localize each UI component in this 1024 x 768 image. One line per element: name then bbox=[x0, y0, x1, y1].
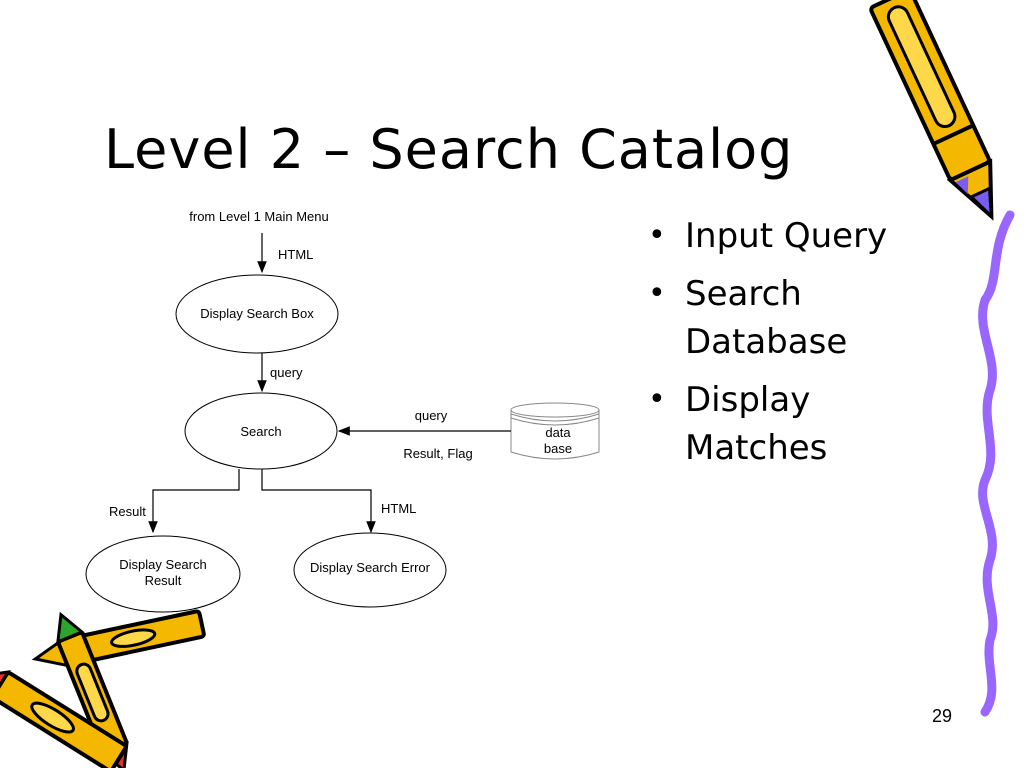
slide-title: Level 2 – Search Catalog bbox=[104, 118, 794, 181]
arrow-label-result: Result bbox=[109, 504, 146, 519]
bullet-item: Display Matches bbox=[648, 376, 938, 472]
squiggle-border-icon bbox=[978, 210, 1015, 717]
node-search bbox=[184, 392, 338, 470]
arrow-label-query-db: query bbox=[415, 408, 448, 423]
bullet-item: Search Database bbox=[648, 270, 938, 366]
arrow-label-html-branch: HTML bbox=[381, 501, 416, 516]
arrow-label-html-top: HTML bbox=[278, 247, 313, 262]
node-display-search-box bbox=[175, 274, 339, 354]
page-number: 29 bbox=[932, 706, 953, 726]
pencil-icon bbox=[869, 0, 994, 221]
bullet-item: Input Query bbox=[648, 212, 938, 260]
arrow-label-result-flag: Result, Flag bbox=[403, 446, 472, 461]
node-display-search-box-label: Display Search Box bbox=[200, 306, 314, 321]
datastore-label-line2: base bbox=[544, 441, 572, 456]
node-search-label: Search bbox=[240, 424, 281, 439]
node-display-search-result-label-1: Display Search bbox=[119, 557, 206, 572]
datastore-label-line1: data bbox=[545, 425, 571, 440]
entry-label: from Level 1 Main Menu bbox=[189, 209, 328, 224]
arrow-label-query-down: query bbox=[270, 365, 303, 380]
node-display-search-result bbox=[85, 535, 241, 613]
node-display-search-error-label: Display Search Error bbox=[310, 560, 431, 575]
node-display-search-error bbox=[293, 532, 447, 608]
datastore-database bbox=[510, 402, 600, 460]
crayons-icon bbox=[0, 609, 206, 768]
arrow-branch-html bbox=[261, 469, 376, 534]
node-display-search-result-label-2: Result bbox=[145, 573, 182, 588]
bullet-list: Input Query Search Database Display Matc… bbox=[648, 212, 938, 482]
arrow-branch-result bbox=[148, 469, 240, 534]
